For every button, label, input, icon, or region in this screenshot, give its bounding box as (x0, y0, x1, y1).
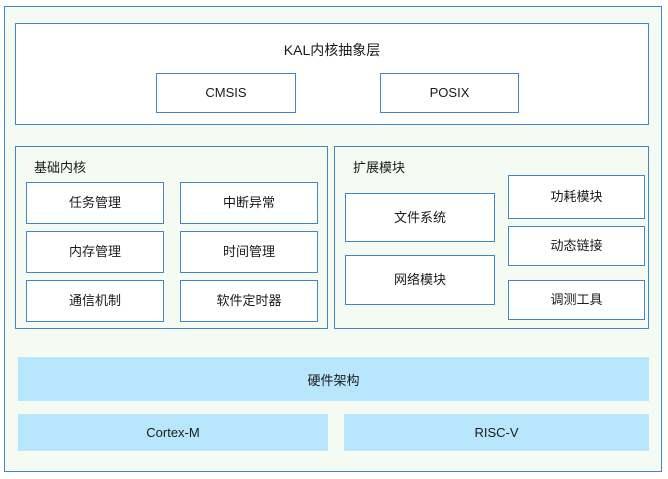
hardware-layer-title: 硬件架构 (307, 372, 360, 388)
extension-item-dynamic-linking[interactable]: 动态链接 (508, 226, 645, 266)
kal-item-cmsis-label: CMSIS (205, 85, 247, 101)
base-kernel-panel: 基础内核 任务管理 中断异常 内存管理 时间管理 通信机制 软件定时器 (15, 146, 328, 329)
kal-item-posix[interactable]: POSIX (380, 73, 519, 113)
extension-modules-panel: 扩展模块 文件系统 网络模块 功耗模块 动态链接 调测工具 (334, 146, 649, 329)
base-kernel-title: 基础内核 (34, 160, 87, 175)
base-kernel-item-communication-mechanism-label: 通信机制 (68, 293, 121, 309)
extension-item-debug-tools[interactable]: 调测工具 (508, 280, 645, 320)
base-kernel-item-time-management-label: 时间管理 (222, 244, 275, 260)
base-kernel-item-software-timer-label: 软件定时器 (216, 293, 282, 309)
base-kernel-item-task-management-label: 任务管理 (68, 195, 121, 211)
base-kernel-item-software-timer[interactable]: 软件定时器 (180, 280, 318, 322)
base-kernel-item-communication-mechanism[interactable]: 通信机制 (26, 280, 164, 322)
base-kernel-item-time-management[interactable]: 时间管理 (180, 231, 318, 273)
kal-item-cmsis[interactable]: CMSIS (156, 73, 296, 113)
hardware-item-risc-v-label: RISC-V (474, 425, 519, 440)
base-kernel-item-task-management[interactable]: 任务管理 (26, 182, 164, 224)
extension-item-file-system[interactable]: 文件系统 (345, 193, 495, 242)
extension-item-debug-tools-label: 调测工具 (550, 292, 603, 308)
base-kernel-item-interrupt-exception[interactable]: 中断异常 (180, 182, 318, 224)
base-kernel-item-interrupt-exception-label: 中断异常 (222, 195, 275, 211)
hardware-item-cortex-m-label: Cortex-M (146, 425, 200, 440)
extension-item-power-module-label: 功耗模块 (550, 189, 603, 205)
base-kernel-item-memory-management-label: 内存管理 (68, 244, 121, 260)
extension-modules-title: 扩展模块 (353, 160, 406, 175)
extension-item-network-module[interactable]: 网络模块 (345, 255, 495, 305)
kal-item-posix-label: POSIX (429, 85, 470, 101)
extension-item-power-module[interactable]: 功耗模块 (508, 175, 645, 219)
diagram-canvas: KAL内核抽象层 CMSIS POSIX 基础内核 任务管理 中断异常 内存管理… (4, 6, 662, 472)
base-kernel-item-memory-management[interactable]: 内存管理 (26, 231, 164, 273)
kal-layer-panel: KAL内核抽象层 CMSIS POSIX (15, 23, 649, 125)
kal-layer-title: KAL内核抽象层 (283, 42, 381, 58)
extension-item-dynamic-linking-label: 动态链接 (550, 238, 603, 254)
extension-item-network-module-label: 网络模块 (393, 272, 446, 288)
hardware-layer-bar[interactable]: 硬件架构 (18, 357, 649, 401)
extension-item-file-system-label: 文件系统 (393, 209, 446, 225)
hardware-item-cortex-m[interactable]: Cortex-M (18, 414, 328, 451)
hardware-item-risc-v[interactable]: RISC-V (344, 414, 649, 451)
